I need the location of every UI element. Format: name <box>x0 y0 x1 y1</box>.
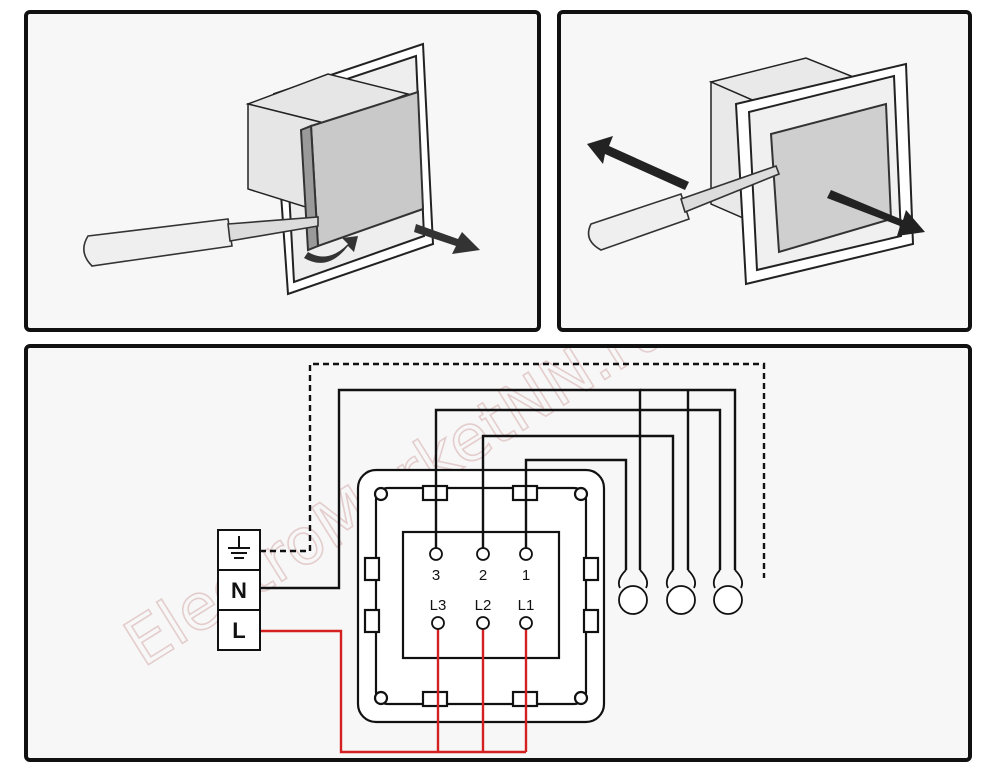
neutral-label: N <box>231 578 247 603</box>
output-wire-2 <box>481 434 675 570</box>
output-terminals <box>429 547 533 561</box>
terminal-3 <box>429 547 443 561</box>
terminal-l1 <box>519 616 533 630</box>
terminal-l2 <box>476 616 490 630</box>
step-remove-key-panel <box>24 10 541 332</box>
neutral-branch-lamp3 <box>640 388 737 570</box>
wiring-diagram: ElectroMarketNN.ru <box>111 348 766 754</box>
terminal-label-1: 1 <box>522 567 530 584</box>
terminal-label-l2: L2 <box>475 597 492 614</box>
screwdriver <box>83 216 319 267</box>
switch-frame <box>356 468 606 724</box>
ground-wire <box>260 362 766 578</box>
direction-arrows <box>304 224 480 263</box>
terminal-label-l1: L1 <box>518 597 535 614</box>
terminal-label-3: 3 <box>432 567 440 584</box>
direction-arrows <box>587 136 925 236</box>
live-wire <box>260 629 526 754</box>
output-wire-3 <box>434 408 722 570</box>
wiring-diagram-panel: ElectroMarketNN.ru <box>24 344 972 762</box>
lamp-3 <box>712 569 744 615</box>
live-label: L <box>232 618 245 643</box>
terminal-label-2: 2 <box>479 567 487 584</box>
terminal-2 <box>476 547 490 561</box>
terminal-1 <box>519 547 533 561</box>
terminal-l3 <box>431 616 445 630</box>
step-remove-frame-panel <box>557 10 972 332</box>
neutral-wire <box>260 388 642 590</box>
lamp-1 <box>617 569 649 615</box>
input-terminals <box>431 616 533 630</box>
remove-key-illustration <box>83 42 480 296</box>
lamp-2 <box>665 569 697 615</box>
terminal-label-l3: L3 <box>430 597 447 614</box>
screwdriver <box>587 164 781 251</box>
terminal-block <box>217 529 261 651</box>
remove-frame-illustration <box>587 57 925 286</box>
output-wire-1 <box>524 458 628 570</box>
ground-icon <box>228 536 250 559</box>
